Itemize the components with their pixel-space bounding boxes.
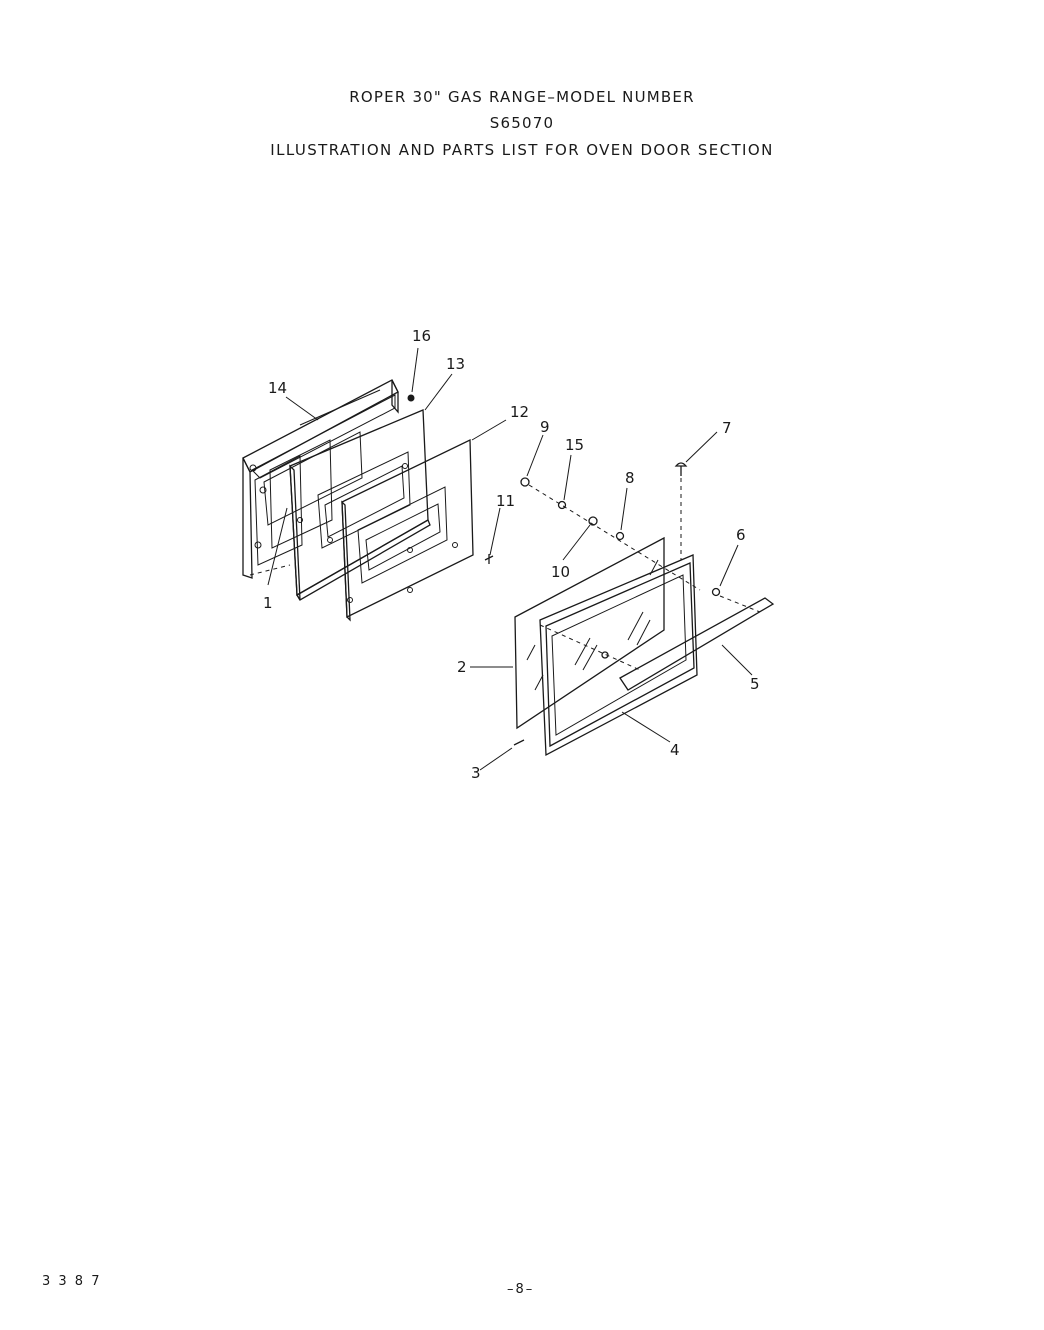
diagram-title: ROPER 30" GAS RANGE–MODEL NUMBER [349,88,695,106]
page-number: –8– [507,1282,535,1297]
model-number: S65070 [489,114,555,132]
callout-1: 1 [263,594,273,612]
callout-12: 12 [510,403,529,421]
callout-8: 8 [625,469,635,487]
callout-3: 3 [471,764,481,782]
inner-door-panel [289,409,431,601]
callout-15: 15 [565,436,584,454]
callout-labels: 16 13 14 12 9 15 7 8 11 6 10 1 2 5 4 3 [263,327,760,782]
callout-9: 9 [540,418,550,436]
callout-7: 7 [722,419,732,437]
callout-10: 10 [551,563,570,581]
callout-11: 11 [496,492,515,510]
callout-5: 5 [750,675,760,693]
inner-door-liner [242,379,399,579]
door-hardware [407,394,721,746]
door-handle [619,597,775,691]
callout-16: 16 [412,327,431,345]
callout-13: 13 [446,355,465,373]
assembly-lines [249,478,761,671]
document-code: 3 3 8 7 [42,1274,102,1289]
callout-4: 4 [670,741,680,759]
callout-2: 2 [457,658,467,676]
door-insulation [263,431,363,549]
outer-door-panel [341,438,474,622]
leader-lines [267,347,753,771]
callout-14: 14 [268,379,287,397]
door-frame [539,554,698,757]
outer-glass [514,536,665,730]
diagram-subtitle: ILLUSTRATION AND PARTS LIST FOR OVEN DOO… [270,141,774,159]
callout-6: 6 [736,526,746,544]
